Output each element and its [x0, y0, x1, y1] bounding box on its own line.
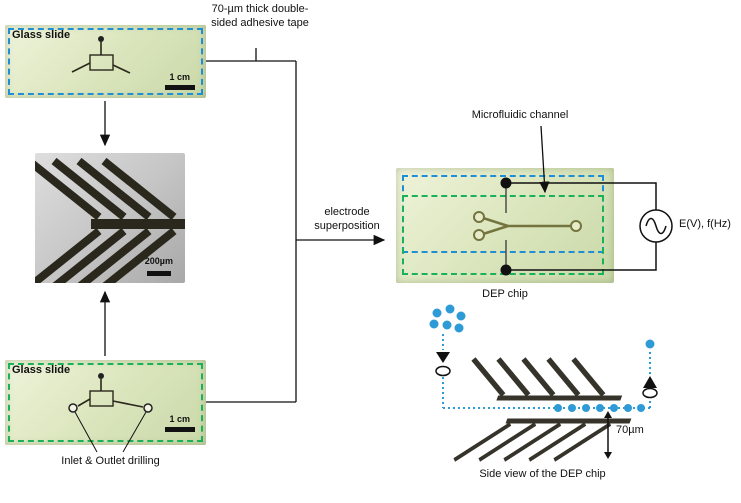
dep-chip-label: DEP chip — [482, 288, 528, 300]
gap-label: 70µm — [616, 424, 644, 436]
bottom-slide-scale-bar — [165, 427, 195, 432]
inlet-port-icon — [435, 365, 451, 377]
dep-chip-photo — [396, 168, 614, 283]
top-slide-dashed-outline — [8, 28, 203, 95]
chip-green-dashed-outline — [402, 195, 604, 275]
bottom-slide-scale-label: 1 cm — [169, 414, 190, 424]
gap-measure-arrow — [604, 411, 612, 459]
inlet-arrow-icon — [436, 352, 450, 363]
adhesive-tape-label: 70-µm thick double-sided adhesive tape — [211, 3, 309, 29]
electrode-micrograph: 200µm — [35, 153, 185, 283]
ac-source-icon — [639, 209, 673, 243]
microfluidic-channel-label: Microfluidic channel — [471, 109, 569, 121]
inlet-outlet-label: Inlet & Outlet drilling — [61, 455, 160, 467]
sideview-top-electrode — [471, 357, 623, 401]
bottom-glass-slide-photo: Glass slide 1 cm — [5, 360, 206, 445]
signal-label: E(V), f(Hz) — [679, 218, 731, 230]
top-glass-slide-photo: Glass slide 1 cm — [5, 25, 206, 98]
bracket-lines — [206, 60, 297, 403]
top-slide-title: Glass slide — [12, 29, 71, 41]
bottom-slide-title: Glass slide — [12, 364, 71, 376]
sideview-bottom-electrode — [453, 418, 632, 462]
particle-cluster — [429, 304, 466, 333]
top-slide-scale-bar — [165, 85, 195, 90]
outlet-arrow-icon — [643, 376, 657, 388]
exiting-particle — [645, 339, 655, 349]
superposition-label: electrode superposition — [314, 206, 380, 232]
particles-in-channel — [554, 339, 655, 412]
side-view-label: Side view of the DEP chip — [479, 468, 606, 480]
outlet-port-icon — [642, 387, 658, 399]
micrograph-scale-label: 200µm — [144, 256, 173, 266]
micrograph-scale-bar — [147, 271, 171, 276]
flow-path — [442, 334, 651, 409]
top-slide-scale-label: 1 cm — [169, 72, 190, 82]
